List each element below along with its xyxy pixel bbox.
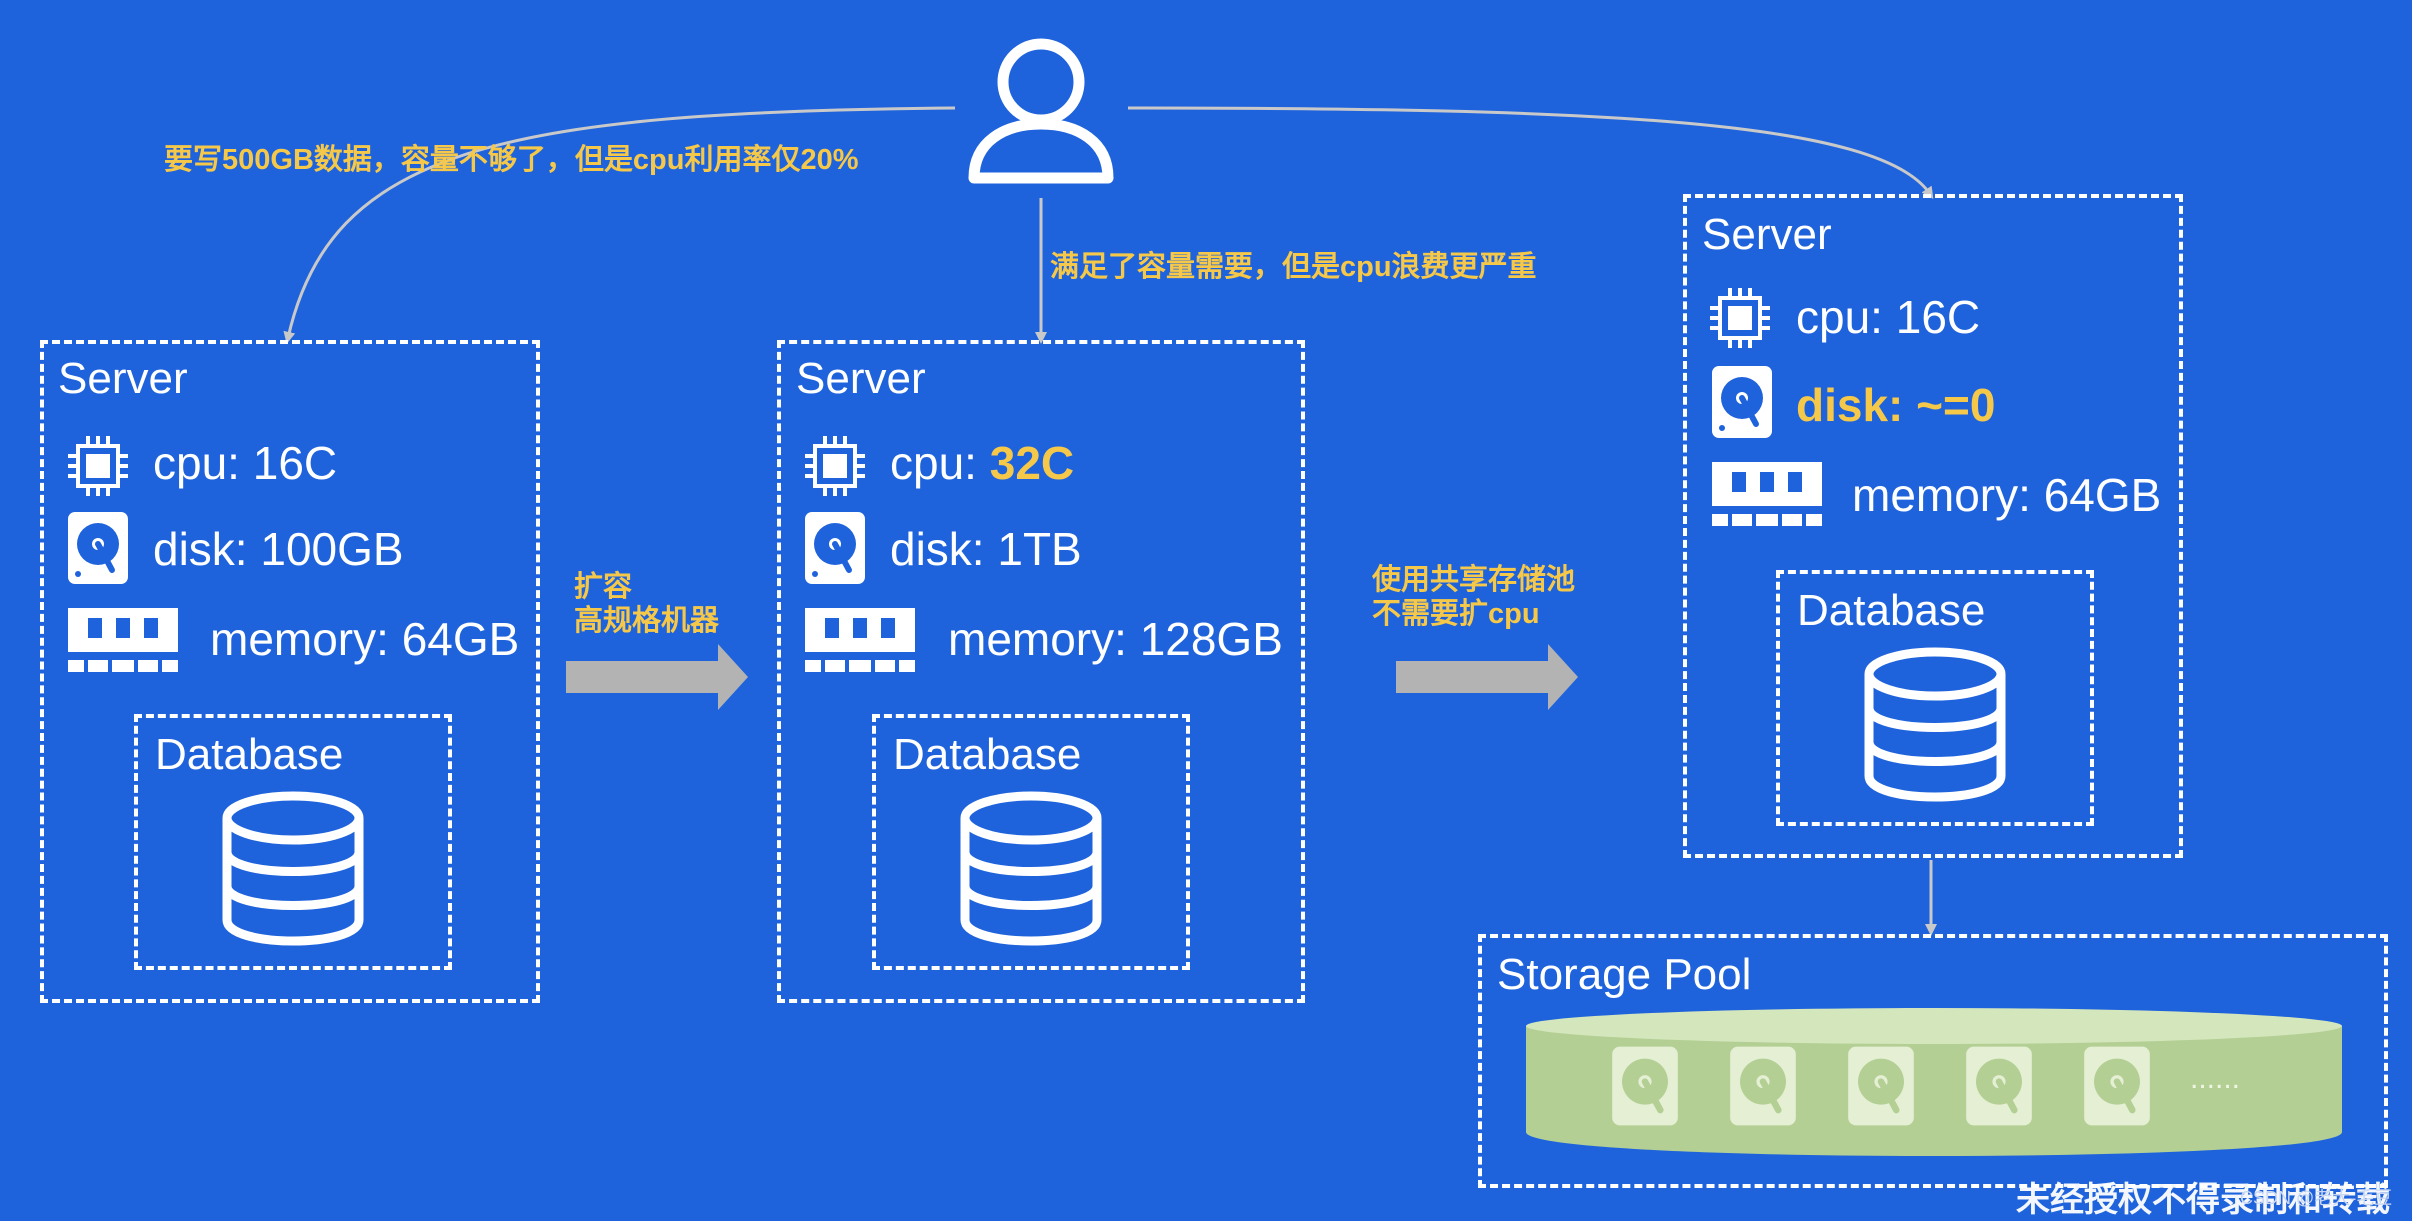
watermark-subtext: CSDN @老大-毛豆 bbox=[2240, 1188, 2393, 1208]
pool-disk-icon bbox=[1612, 1046, 1678, 1126]
pool-ellipsis: ...... bbox=[2190, 1062, 2241, 1095]
scale-up-label: 扩容 高规格机器 bbox=[574, 570, 719, 638]
scale-up-label-line2: 高规格机器 bbox=[574, 605, 720, 637]
hard-disk-icon bbox=[805, 512, 865, 584]
database-cylinder-icon bbox=[960, 791, 1102, 946]
storage-pool-box bbox=[1478, 934, 2388, 1188]
cpu-waste-note: 满足了容量需要，但是cpu浪费更严重 bbox=[1050, 251, 1537, 283]
memory-ram-icon bbox=[805, 608, 915, 672]
memory-value: 64GB bbox=[401, 613, 520, 665]
cpu-value: 16C bbox=[252, 437, 338, 489]
cpu-value-highlight: 32C bbox=[989, 437, 1075, 489]
pool-disk-icon bbox=[1848, 1046, 1914, 1126]
memory-spec-3: memory: 64GB bbox=[1852, 468, 2161, 522]
memory-label: memory: bbox=[1852, 469, 2031, 521]
shared-pool-label: 使用共享存储池 不需要扩cpu bbox=[1372, 563, 1575, 631]
server-box-1 bbox=[40, 340, 540, 1003]
hard-disk-icon bbox=[68, 512, 128, 584]
disk-label: disk: bbox=[890, 523, 985, 575]
disk-spec-2: disk: 1TB bbox=[890, 522, 1082, 576]
capacity-problem-note: 要写500GB数据，容量不够了，但是cpu利用率仅20% bbox=[164, 144, 859, 176]
cpu-chip-icon bbox=[805, 436, 865, 496]
storage-pool-title: Storage Pool bbox=[1497, 950, 1752, 999]
disk-value: 1TB bbox=[997, 523, 1082, 575]
user-icon bbox=[968, 38, 1114, 184]
server-box-2 bbox=[777, 340, 1305, 1003]
shared-pool-arrow bbox=[1396, 644, 1578, 710]
disk-spec-3: disk: ~=0 bbox=[1796, 378, 1995, 432]
cpu-chip-icon bbox=[68, 436, 128, 496]
memory-ram-icon bbox=[68, 608, 178, 672]
server-title-2: Server bbox=[796, 354, 926, 403]
cpu-spec-3: cpu: 16C bbox=[1796, 290, 1980, 344]
database-cylinder-icon bbox=[222, 791, 364, 946]
disk-spec-1: disk: 100GB bbox=[153, 522, 404, 576]
shared-pool-label-line1: 使用共享存储池 bbox=[1372, 564, 1576, 596]
curve-to-server-3 bbox=[1127, 106, 1934, 199]
cpu-value: 16C bbox=[1895, 291, 1981, 343]
memory-label: memory: bbox=[210, 613, 389, 665]
server-title-1: Server bbox=[58, 354, 188, 403]
disk-value-highlight: ~=0 bbox=[1916, 379, 1996, 431]
cpu-chip-icon bbox=[1710, 288, 1770, 348]
pool-disk-icon bbox=[2084, 1046, 2150, 1126]
server-box-3 bbox=[1683, 194, 2183, 858]
database-box-3 bbox=[1776, 570, 2094, 826]
server-title-3: Server bbox=[1702, 210, 1832, 259]
scale-up-label-line1: 扩容 bbox=[574, 571, 633, 603]
cpu-spec-2: cpu: 32C bbox=[890, 436, 1074, 490]
pool-disk-icon bbox=[1966, 1046, 2032, 1126]
scale-up-arrow bbox=[566, 644, 748, 710]
hard-disk-icon bbox=[1712, 366, 1772, 438]
cpu-label: cpu: bbox=[153, 437, 240, 489]
database-box-1 bbox=[134, 714, 452, 970]
memory-spec-2: memory: 128GB bbox=[948, 612, 1283, 666]
memory-label: memory: bbox=[948, 613, 1127, 665]
pool-disk-icon bbox=[1730, 1046, 1796, 1126]
disk-value: 100GB bbox=[260, 523, 404, 575]
memory-spec-1: memory: 64GB bbox=[210, 612, 519, 666]
database-title-2: Database bbox=[893, 730, 1082, 779]
cpu-label: cpu: bbox=[1796, 291, 1883, 343]
disk-label-highlight: disk: bbox=[1796, 379, 1904, 431]
disk-label: disk: bbox=[153, 523, 248, 575]
memory-value: 128GB bbox=[1139, 613, 1283, 665]
memory-value: 64GB bbox=[2043, 469, 2162, 521]
curve-to-server-1 bbox=[283, 106, 956, 344]
database-title-1: Database bbox=[155, 730, 344, 779]
cpu-label: cpu: bbox=[890, 437, 977, 489]
database-box-2 bbox=[872, 714, 1190, 970]
memory-ram-icon bbox=[1712, 462, 1822, 526]
database-title-3: Database bbox=[1797, 586, 1986, 635]
shared-pool-label-line2: 不需要扩cpu bbox=[1372, 598, 1540, 630]
database-cylinder-icon bbox=[1864, 647, 2006, 802]
cpu-spec-1: cpu: 16C bbox=[153, 436, 337, 490]
